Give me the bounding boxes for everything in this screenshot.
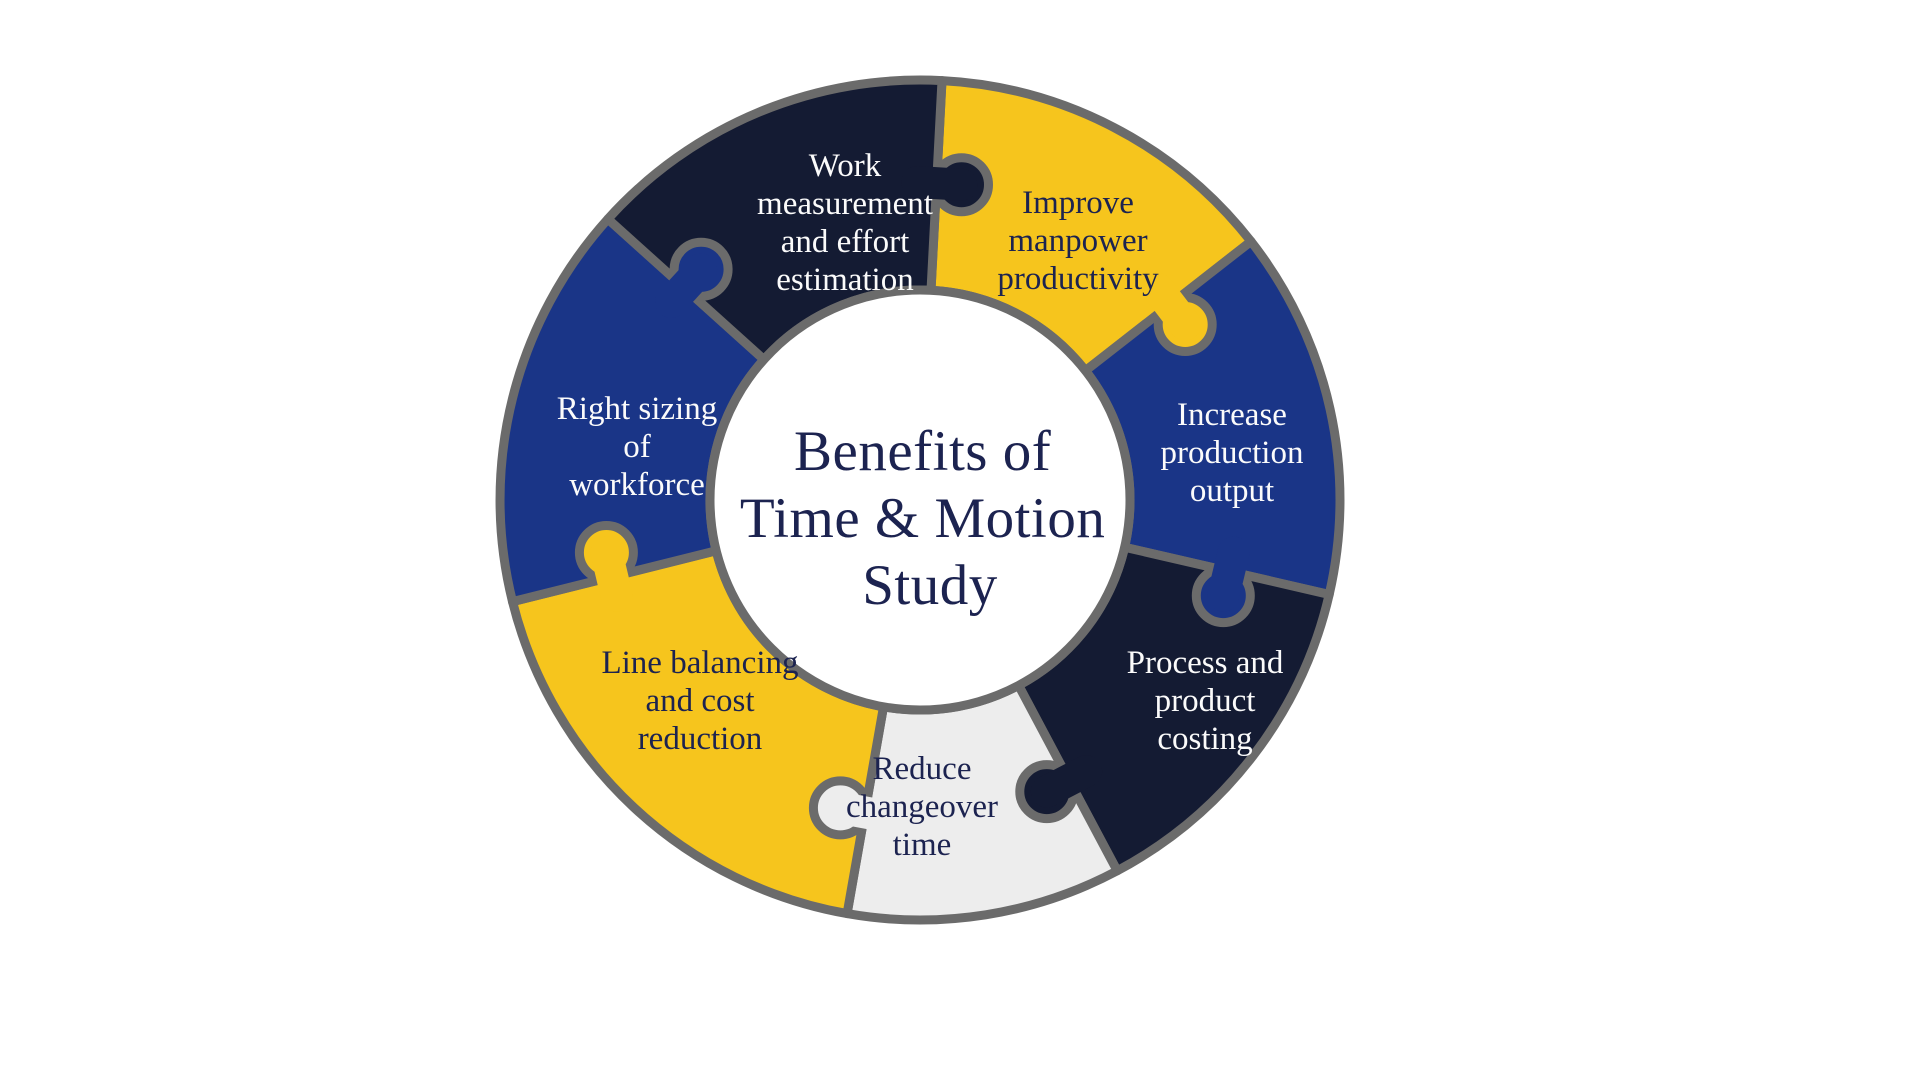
diagram-title: Benefits of Time & Motion Study [740,420,1120,617]
puzzle-knob-neck [901,166,978,201]
diagram-title-line: Time & Motion [740,487,1105,550]
segment-label-line: Process and [1127,645,1284,681]
center-circle [705,285,1135,715]
segment-label-line: time [893,827,952,863]
puzzle-knob-neck [824,791,900,832]
segment-label-line: of [623,429,651,465]
puzzle-knob-neck [1142,273,1202,341]
puzzle-knobs [574,153,1255,840]
segment-label-line: costing [1157,721,1252,757]
segment-label-line: output [1190,473,1274,509]
puzzle-pieces [495,75,1345,925]
segment-label-line: and effort [781,224,910,260]
diagram-title-line: Benefits of [794,420,1051,483]
segment-label-line: Reduce [873,751,972,787]
segment-label-line: production [1161,435,1304,471]
segment-label-line: workforce [569,467,705,503]
segment-label-line: Right sizing [557,391,717,427]
diagram-title-line: Study [862,554,998,617]
segment-label-line: Work [809,148,882,184]
segment-label-line: Improve [1022,185,1134,221]
segment-label-line: estimation [776,262,913,298]
segment-label-line: product [1155,683,1256,719]
puzzle-knob-neck [590,536,633,612]
segment-label-line: manpower [1008,223,1147,259]
puzzle-knob-neck [1030,755,1103,808]
segment-label-line: changeover [846,789,998,825]
segment-label-line: Line balancing [601,645,798,681]
segment-label-line: and cost [645,683,754,719]
puzzle-knob-neck [655,253,718,318]
segment-label-line: reduction [638,721,763,757]
segment-label-line: Increase [1177,397,1287,433]
segment-label-line: measurement [757,186,933,222]
segment-label-line: productivity [997,261,1159,297]
puzzle-knob-neck [1207,536,1250,612]
